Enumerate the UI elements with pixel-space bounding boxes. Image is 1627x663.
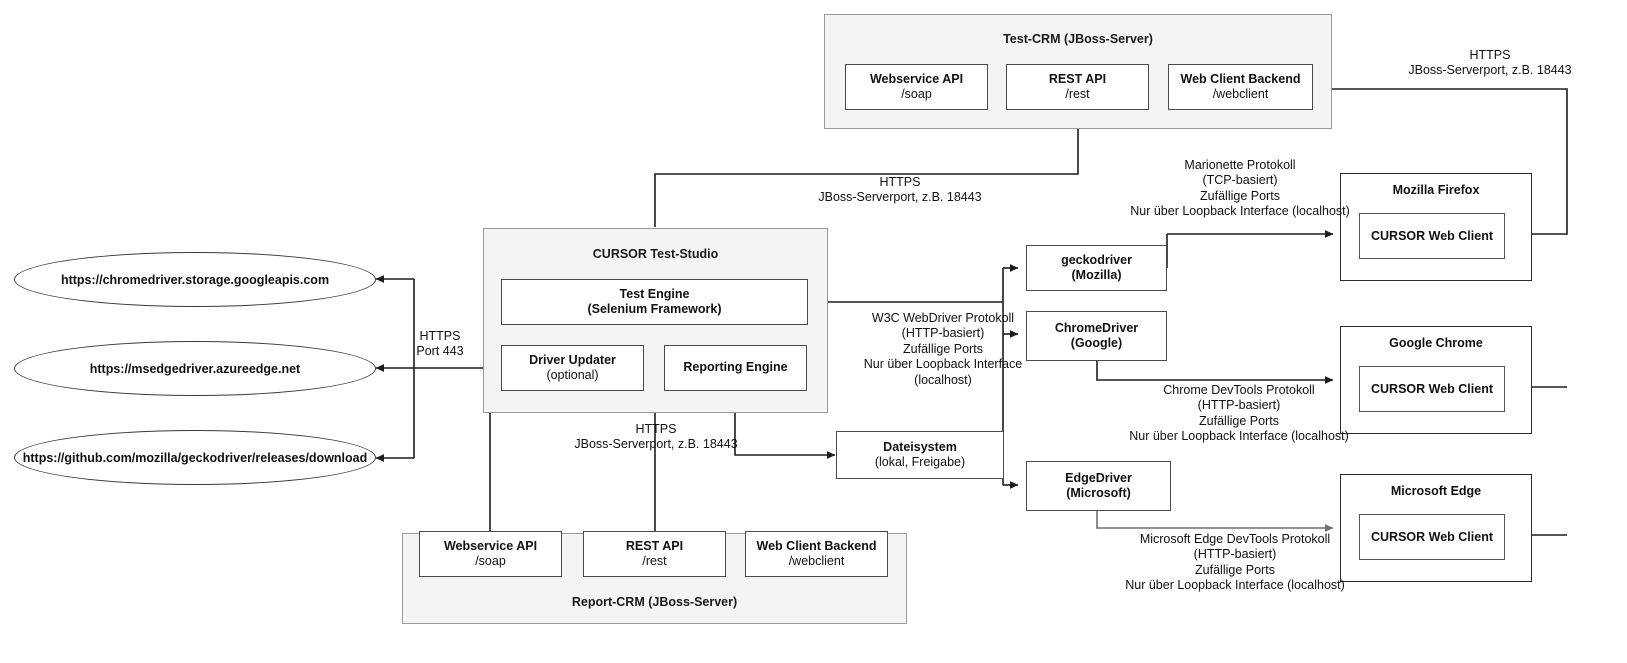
test-engine-box[interactable]: Test Engine (Selenium Framework)	[501, 279, 808, 325]
test-crm-rest-api[interactable]: REST API /rest	[1006, 64, 1149, 110]
chromedriver-box[interactable]: ChromeDriver (Google)	[1026, 311, 1167, 361]
test-crm-webservice-api-path: /soap	[901, 87, 932, 101]
reporting-engine-line1: Reporting Engine	[683, 360, 788, 375]
browser-mozilla-firefox[interactable]: Mozilla Firefox CURSOR Web Client	[1340, 173, 1532, 281]
download-source-chromedriver[interactable]: https://chromedriver.storage.googleapis.…	[14, 252, 376, 307]
label-https-test-crm: HTTPS JBoss-Serverport, z.B. 18443	[818, 175, 982, 205]
download-source-msedgedriver[interactable]: https://msedgedriver.azureedge.net	[14, 341, 376, 396]
browser-google-chrome-title: Google Chrome	[1389, 336, 1483, 350]
label-edge-devtools-protokoll: Microsoft Edge DevTools Protokoll (HTTP-…	[1125, 532, 1345, 593]
label-https-webclient: HTTPS JBoss-Serverport, z.B. 18443	[1408, 48, 1572, 78]
browser-mozilla-firefox-client-label: CURSOR Web Client	[1371, 229, 1493, 243]
edgedriver-line2: (Microsoft)	[1066, 486, 1131, 500]
report-crm-title: Report-CRM (JBoss-Server)	[571, 595, 738, 609]
label-https-port-443: HTTPS Port 443	[416, 329, 464, 359]
chromedriver-line2: (Google)	[1070, 336, 1123, 350]
browser-mozilla-firefox-title: Mozilla Firefox	[1392, 183, 1480, 197]
report-crm-webservice-api-name: Webservice API	[443, 538, 538, 553]
report-crm-rest-api-name: REST API	[625, 538, 684, 553]
download-source-geckodriver[interactable]: https://github.com/mozilla/geckodriver/r…	[14, 430, 376, 485]
browser-mozilla-firefox-client[interactable]: CURSOR Web Client	[1359, 213, 1505, 259]
test-crm-rest-api-path: /rest	[1065, 87, 1090, 101]
edgedriver-line1: EdgeDriver	[1065, 470, 1132, 485]
test-crm-web-client-backend-path: /webclient	[1212, 87, 1269, 101]
report-crm-web-client-backend[interactable]: Web Client Backend /webclient	[745, 531, 888, 577]
chromedriver-line1: ChromeDriver	[1054, 320, 1139, 335]
label-w3c-webdriver-protokoll: W3C WebDriver Protokoll (HTTP-basiert) Z…	[863, 311, 1023, 387]
browser-microsoft-edge-client[interactable]: CURSOR Web Client	[1359, 514, 1505, 560]
test-crm-title: Test-CRM (JBoss-Server)	[1003, 32, 1153, 46]
geckodriver-line1: geckodriver	[1061, 252, 1132, 267]
label-marionette-protokoll: Marionette Protokoll (TCP-basiert) Zufäl…	[1130, 158, 1350, 219]
test-crm-rest-api-name: REST API	[1048, 71, 1107, 86]
driver-updater-line1: Driver Updater	[529, 352, 616, 367]
edgedriver-box[interactable]: EdgeDriver (Microsoft)	[1026, 461, 1171, 511]
test-studio-title: CURSOR Test-Studio	[592, 247, 719, 261]
report-crm-webservice-api-path: /soap	[475, 554, 506, 568]
download-source-geckodriver-url: https://github.com/mozilla/geckodriver/r…	[22, 450, 368, 465]
browser-google-chrome-client[interactable]: CURSOR Web Client	[1359, 366, 1505, 412]
test-engine-line1: Test Engine	[619, 286, 690, 301]
geckodriver-line2: (Mozilla)	[1071, 268, 1122, 282]
download-source-msedgedriver-url: https://msedgedriver.azureedge.net	[89, 361, 301, 376]
label-chrome-devtools-protokoll: Chrome DevTools Protokoll (HTTP-basiert)…	[1129, 383, 1349, 444]
report-crm-web-client-backend-path: /webclient	[788, 554, 845, 568]
test-crm-web-client-backend[interactable]: Web Client Backend /webclient	[1168, 64, 1313, 110]
geckodriver-box[interactable]: geckodriver (Mozilla)	[1026, 245, 1167, 291]
report-crm-rest-api[interactable]: REST API /rest	[583, 531, 726, 577]
test-crm-webservice-api-name: Webservice API	[869, 71, 964, 86]
report-crm-web-client-backend-name: Web Client Backend	[756, 538, 877, 553]
driver-updater-line2: (optional)	[546, 368, 599, 382]
report-crm-rest-api-path: /rest	[642, 554, 667, 568]
reporting-engine-box[interactable]: Reporting Engine	[664, 345, 807, 391]
browser-google-chrome-client-label: CURSOR Web Client	[1371, 382, 1493, 396]
dateisystem-line1: Dateisystem	[883, 439, 957, 454]
test-crm-web-client-backend-name: Web Client Backend	[1180, 71, 1301, 86]
browser-microsoft-edge[interactable]: Microsoft Edge CURSOR Web Client	[1340, 474, 1532, 582]
dateisystem-line2: (lokal, Freigabe)	[874, 455, 966, 469]
test-crm-webservice-api[interactable]: Webservice API /soap	[845, 64, 988, 110]
dateisystem-box[interactable]: Dateisystem (lokal, Freigabe)	[836, 431, 1004, 479]
label-https-report-crm: HTTPS JBoss-Serverport, z.B. 18443	[574, 422, 738, 452]
browser-microsoft-edge-client-label: CURSOR Web Client	[1371, 530, 1493, 544]
driver-updater-box[interactable]: Driver Updater (optional)	[501, 345, 644, 391]
test-engine-line2: (Selenium Framework)	[587, 302, 722, 316]
report-crm-webservice-api[interactable]: Webservice API /soap	[419, 531, 562, 577]
download-source-chromedriver-url: https://chromedriver.storage.googleapis.…	[60, 272, 330, 287]
browser-microsoft-edge-title: Microsoft Edge	[1390, 484, 1482, 498]
browser-google-chrome[interactable]: Google Chrome CURSOR Web Client	[1340, 326, 1532, 434]
